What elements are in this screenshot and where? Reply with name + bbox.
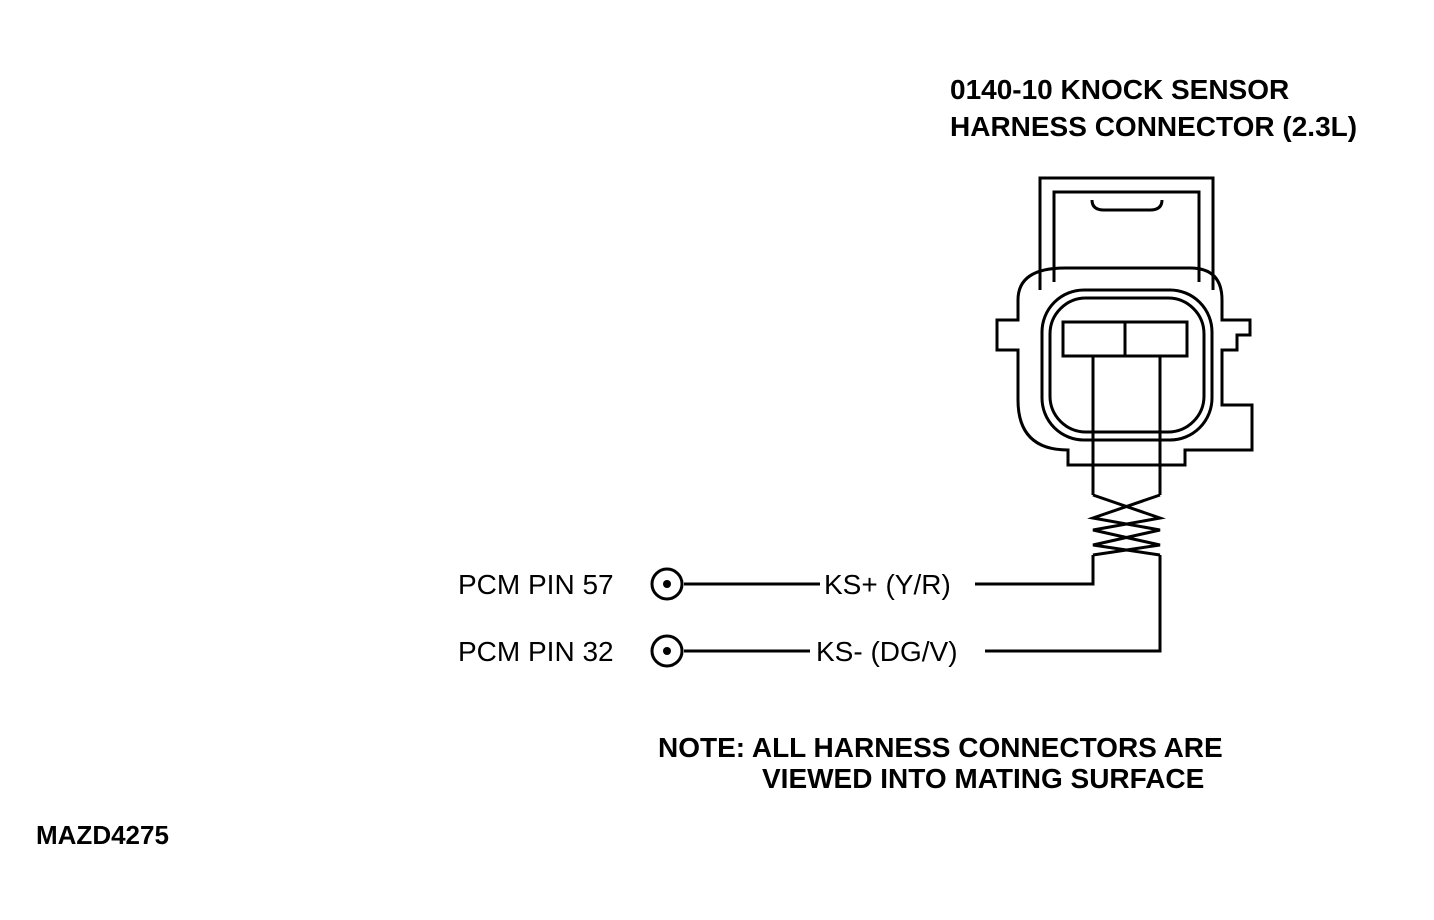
twist-section: [1087, 493, 1166, 557]
pcm-pin-32-terminal: [650, 634, 684, 668]
connector-title-line1: 0140-10 KNOCK SENSOR: [950, 74, 1289, 105]
connector-latch-housing: [1038, 176, 1215, 290]
connector-outer-body: [995, 266, 1254, 467]
ks-plus-signal-label: KS+ (Y/R): [824, 569, 951, 600]
ks-minus-signal-label: KS- (DG/V): [816, 636, 958, 667]
connector-mating-face-inner: [1048, 296, 1206, 434]
note-line2: VIEWED INTO MATING SURFACE: [762, 763, 1204, 794]
twisted-pair-wires: [684, 356, 1166, 653]
terminal-cavity-ks-minus: [1123, 320, 1189, 358]
harness-connector: [995, 176, 1254, 467]
terminal-cavity-ks-plus: [1061, 320, 1127, 358]
connector-title-line2: HARNESS CONNECTOR (2.3L): [950, 111, 1357, 142]
pcm-pin-57-terminal: [650, 567, 684, 601]
figure-code: MAZD4275: [36, 820, 169, 850]
wire-ks-plus-route: [975, 555, 1095, 586]
connector-mating-face: [1040, 288, 1214, 442]
pcm-pin-32-label: PCM PIN 32: [458, 636, 614, 667]
pcm-pin-57-label: PCM PIN 57: [458, 569, 614, 600]
connector-latch-inner: [1052, 190, 1201, 282]
wire-ks-minus-route: [985, 555, 1162, 653]
connector-latch-slot: [1090, 199, 1164, 212]
note-line1: NOTE: ALL HARNESS CONNECTORS ARE: [658, 732, 1223, 763]
